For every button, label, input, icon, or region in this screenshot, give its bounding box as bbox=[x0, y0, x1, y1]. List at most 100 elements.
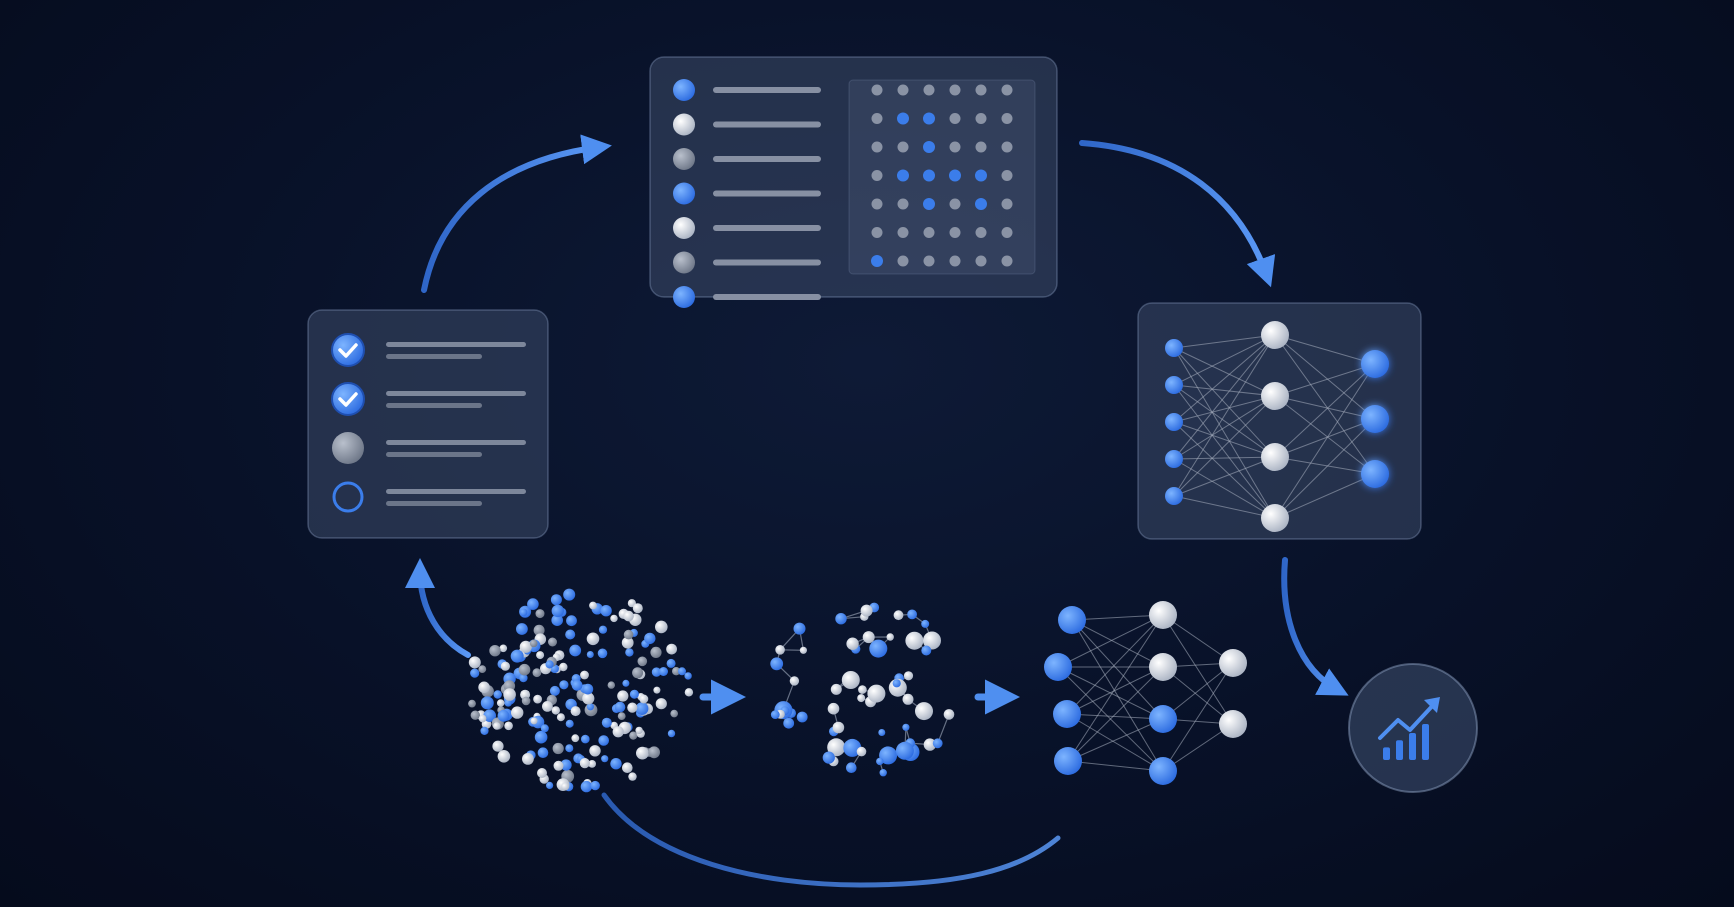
cluster-node bbox=[915, 702, 933, 721]
matrix-dot bbox=[949, 198, 961, 210]
matrix-dot bbox=[871, 141, 883, 153]
network-node bbox=[1261, 321, 1289, 349]
scatter-point bbox=[548, 637, 557, 647]
network-edge bbox=[1173, 395, 1276, 497]
scatter-point bbox=[550, 594, 562, 606]
row-placeholder-line bbox=[713, 294, 821, 300]
cluster-node bbox=[923, 631, 941, 650]
network-node bbox=[1149, 757, 1177, 785]
scatter-point bbox=[598, 625, 608, 634]
scatter-point bbox=[496, 699, 505, 707]
scatter-point bbox=[565, 629, 576, 640]
scatter-point bbox=[534, 730, 548, 744]
row-placeholder-line bbox=[713, 190, 821, 197]
growth-bar bbox=[1409, 733, 1416, 760]
network-edge bbox=[1173, 456, 1276, 497]
scatter-point bbox=[497, 750, 511, 763]
scatter-point bbox=[610, 614, 618, 623]
scatter-point bbox=[636, 746, 649, 760]
scatter-point bbox=[535, 609, 545, 619]
cluster-node bbox=[907, 609, 917, 620]
scatter-point bbox=[570, 706, 581, 717]
scatter-point bbox=[551, 706, 560, 715]
network-node bbox=[1165, 487, 1183, 505]
cluster-node bbox=[770, 657, 784, 671]
scatter-point bbox=[545, 660, 554, 669]
scatter-point bbox=[571, 679, 583, 691]
circle-filled-icon bbox=[332, 432, 364, 464]
network-edge bbox=[1173, 395, 1276, 460]
scatter-point bbox=[480, 696, 494, 710]
network-edge bbox=[1173, 334, 1276, 349]
scatter-point bbox=[580, 670, 589, 680]
cluster-node bbox=[867, 684, 886, 703]
check-icon bbox=[331, 382, 365, 416]
network-edge bbox=[1066, 713, 1164, 720]
scatter-point bbox=[559, 662, 568, 672]
scatter-point bbox=[478, 714, 487, 723]
bottom-network bbox=[1044, 601, 1247, 785]
network-edge bbox=[1162, 662, 1234, 720]
cluster-node bbox=[846, 637, 859, 650]
scatter-point bbox=[489, 645, 501, 657]
placeholder-line-short bbox=[386, 403, 482, 408]
scatter-point bbox=[655, 698, 667, 710]
matrix-dot bbox=[871, 198, 883, 210]
scatter-point bbox=[655, 620, 668, 634]
scatter-point bbox=[542, 701, 553, 712]
scatter-point bbox=[497, 709, 510, 722]
scatter-point bbox=[644, 632, 656, 645]
row-marker-dot bbox=[673, 113, 695, 136]
network-edge bbox=[1274, 395, 1376, 420]
cluster-node bbox=[878, 729, 886, 736]
cluster-node bbox=[905, 631, 924, 650]
matrix-dot bbox=[1001, 198, 1013, 210]
network-edge bbox=[1173, 384, 1276, 397]
scatter-point bbox=[499, 644, 508, 653]
scatter-point bbox=[579, 758, 590, 769]
scatter-point bbox=[612, 726, 624, 738]
matrix-dot bbox=[1001, 141, 1013, 153]
cluster-node bbox=[893, 610, 904, 621]
scatter-point bbox=[629, 731, 638, 740]
network-node bbox=[1165, 339, 1183, 357]
scatter-point bbox=[553, 760, 564, 771]
scatter-point bbox=[635, 702, 649, 715]
network-node bbox=[1361, 460, 1389, 488]
scatter-point bbox=[478, 681, 490, 694]
network-node bbox=[1165, 450, 1183, 468]
scatter-point bbox=[533, 624, 545, 636]
scatter-point bbox=[627, 702, 638, 713]
network-edge bbox=[1067, 760, 1164, 772]
checklist-item bbox=[332, 481, 526, 513]
network-node bbox=[1044, 653, 1072, 681]
cluster-node bbox=[902, 693, 914, 705]
network-node bbox=[1165, 376, 1183, 394]
network-edge bbox=[1162, 666, 1234, 725]
scatter-point bbox=[504, 721, 513, 731]
scatter-point bbox=[518, 663, 531, 676]
matrix-dot bbox=[975, 227, 987, 238]
network-edge bbox=[1274, 473, 1376, 519]
scatter-point bbox=[522, 753, 534, 765]
scatter-point bbox=[586, 651, 594, 658]
cluster-node bbox=[857, 694, 866, 703]
cluster-node bbox=[869, 639, 888, 658]
matrix-dot bbox=[923, 84, 935, 96]
checklist-item bbox=[331, 333, 526, 367]
matrix-row bbox=[673, 286, 821, 308]
matrix-dot bbox=[923, 227, 935, 238]
row-marker-dot bbox=[673, 148, 695, 170]
matrix-dot bbox=[949, 169, 961, 182]
checkmark-glyph bbox=[338, 392, 358, 407]
scatter-point bbox=[666, 643, 677, 655]
scatter-point bbox=[549, 685, 560, 696]
checkmark-glyph bbox=[338, 343, 358, 358]
placeholder-line-short bbox=[386, 501, 482, 506]
network-node bbox=[1361, 350, 1389, 378]
scatter-point bbox=[651, 667, 662, 677]
network-edge bbox=[1162, 614, 1234, 664]
scatter-point bbox=[500, 661, 510, 671]
scatter-point bbox=[667, 729, 676, 738]
network-edge bbox=[1173, 334, 1276, 423]
